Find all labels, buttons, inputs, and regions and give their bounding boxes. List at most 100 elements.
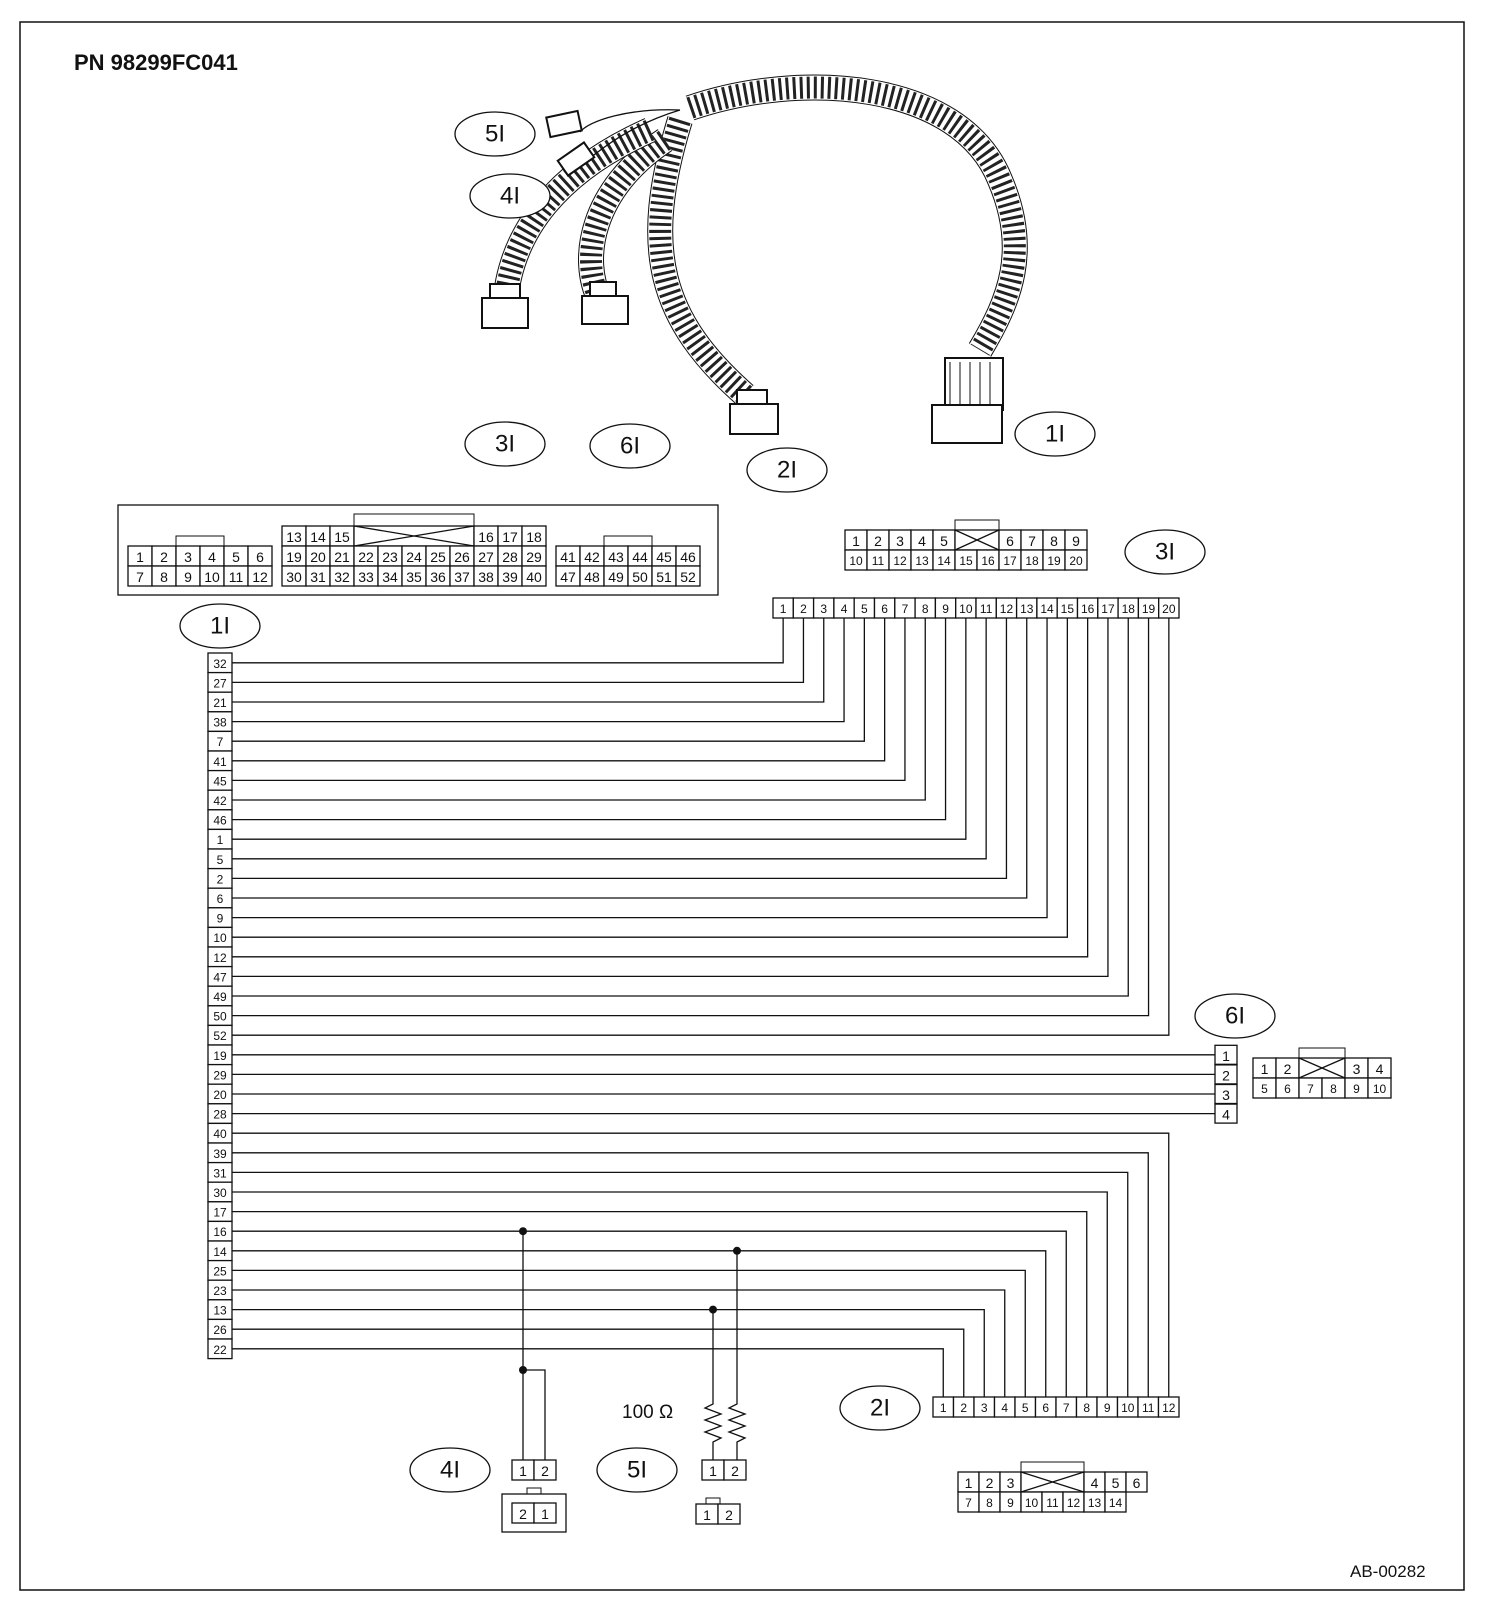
pin-cell: 7 bbox=[207, 730, 233, 752]
svg-text:18: 18 bbox=[526, 529, 542, 545]
svg-text:36: 36 bbox=[430, 569, 446, 585]
svg-text:1: 1 bbox=[703, 1507, 711, 1523]
svg-text:4: 4 bbox=[918, 533, 926, 549]
svg-text:28: 28 bbox=[213, 1108, 227, 1122]
svg-text:15: 15 bbox=[959, 554, 973, 568]
pin-cell: 29 bbox=[207, 1063, 233, 1085]
pin-cell: 4 bbox=[1083, 1471, 1106, 1493]
pin-cell: 1 bbox=[1252, 1057, 1277, 1079]
pin-cell: 43 bbox=[603, 545, 629, 567]
pin-cell: 16 bbox=[976, 549, 1000, 571]
callout-6I: 6I bbox=[589, 423, 671, 469]
svg-text:1: 1 bbox=[217, 833, 224, 847]
pin-cell: 16 bbox=[207, 1220, 233, 1242]
svg-text:6: 6 bbox=[881, 602, 888, 616]
svg-text:4: 4 bbox=[208, 549, 216, 565]
svg-text:3: 3 bbox=[1222, 1087, 1230, 1103]
pin-cell: 2 bbox=[792, 597, 815, 619]
svg-text:50: 50 bbox=[632, 569, 648, 585]
pin-cell: 12 bbox=[888, 549, 912, 571]
svg-text:11: 11 bbox=[1046, 1496, 1059, 1510]
pin-cell: 17 bbox=[998, 549, 1022, 571]
pin-cell: 13 bbox=[1083, 1491, 1106, 1513]
harness-illustration bbox=[481, 74, 1028, 444]
svg-text:9: 9 bbox=[1104, 1401, 1111, 1415]
connector-4I-plug bbox=[556, 141, 596, 177]
svg-text:26: 26 bbox=[213, 1323, 227, 1337]
svg-text:39: 39 bbox=[502, 569, 518, 585]
svg-text:42: 42 bbox=[213, 794, 227, 808]
svg-text:33: 33 bbox=[358, 569, 374, 585]
svg-text:13: 13 bbox=[213, 1304, 227, 1318]
pin-cell: 20 bbox=[305, 545, 331, 567]
pin-cell: 23 bbox=[207, 1279, 233, 1301]
svg-text:14: 14 bbox=[1109, 1496, 1123, 1510]
svg-text:13: 13 bbox=[915, 554, 929, 568]
figure-code: AB-00282 bbox=[1350, 1562, 1426, 1581]
pin-cell: 3 bbox=[888, 529, 912, 551]
blocked-cavity bbox=[1298, 1057, 1346, 1079]
svg-text:13: 13 bbox=[1020, 602, 1034, 616]
pin-cell: 5 bbox=[1014, 1396, 1037, 1418]
pin-cell: 25 bbox=[425, 545, 451, 567]
svg-text:51: 51 bbox=[656, 569, 672, 585]
svg-text:27: 27 bbox=[478, 549, 494, 565]
svg-text:9: 9 bbox=[1072, 533, 1080, 549]
svg-text:45: 45 bbox=[656, 549, 672, 565]
wires bbox=[232, 618, 1215, 1460]
svg-text:23: 23 bbox=[382, 549, 398, 565]
svg-text:9: 9 bbox=[1353, 1082, 1360, 1096]
pin-cell: 11 bbox=[223, 565, 249, 587]
svg-text:8: 8 bbox=[1330, 1082, 1337, 1096]
frame bbox=[19, 21, 1465, 1591]
pin-cell: 47 bbox=[207, 965, 233, 987]
pin-cell: 3 bbox=[973, 1396, 996, 1418]
pin-cell: 38 bbox=[473, 565, 499, 587]
svg-text:19: 19 bbox=[1047, 554, 1061, 568]
svg-text:42: 42 bbox=[584, 549, 600, 565]
svg-text:21: 21 bbox=[213, 696, 227, 710]
svg-text:7: 7 bbox=[902, 602, 909, 616]
pin-cell: 12 bbox=[995, 597, 1018, 619]
svg-text:20: 20 bbox=[310, 549, 326, 565]
pin-cell: 13 bbox=[207, 1299, 233, 1321]
pin-cell: 6 bbox=[1034, 1396, 1057, 1418]
pin-cell: 25 bbox=[207, 1259, 233, 1281]
pin-cell: 1 bbox=[207, 828, 233, 850]
pin-cell: 40 bbox=[207, 1122, 233, 1144]
connector-5I-plug bbox=[545, 109, 583, 139]
pin-cell: 20 bbox=[1158, 597, 1180, 619]
svg-text:47: 47 bbox=[560, 569, 576, 585]
svg-text:10: 10 bbox=[959, 602, 973, 616]
svg-text:8: 8 bbox=[1050, 533, 1058, 549]
pin-cell: 1 bbox=[957, 1471, 980, 1493]
pin-cell: 15 bbox=[954, 549, 978, 571]
pin-cell: 26 bbox=[207, 1318, 233, 1340]
svg-text:4: 4 bbox=[1001, 1401, 1008, 1415]
svg-text:8: 8 bbox=[1083, 1401, 1090, 1415]
svg-text:6: 6 bbox=[1006, 533, 1014, 549]
pin-cell: 26 bbox=[449, 545, 475, 567]
svg-text:38: 38 bbox=[478, 569, 494, 585]
pin-cell: 2 bbox=[723, 1459, 747, 1481]
connector-1I-plug bbox=[931, 357, 1004, 444]
pin-cell: 1 bbox=[695, 1503, 719, 1525]
svg-text:1: 1 bbox=[965, 1475, 973, 1491]
pin-cell: 21 bbox=[329, 545, 355, 567]
pin-cell: 14 bbox=[932, 549, 956, 571]
connector-1I-face-frame bbox=[117, 504, 719, 596]
connector-3I-plug bbox=[481, 283, 529, 329]
svg-text:35: 35 bbox=[406, 569, 422, 585]
pin-cell: 23 bbox=[377, 545, 403, 567]
callout-2I: 2I bbox=[746, 447, 828, 493]
resistor-pair: 100 Ω bbox=[622, 1395, 747, 1460]
svg-text:20: 20 bbox=[213, 1088, 227, 1102]
svg-text:7: 7 bbox=[1307, 1082, 1314, 1096]
pin-cell: 10 bbox=[844, 549, 868, 571]
svg-text:6: 6 bbox=[1284, 1082, 1291, 1096]
pin-cell: 47 bbox=[555, 565, 581, 587]
svg-text:44: 44 bbox=[632, 549, 648, 565]
